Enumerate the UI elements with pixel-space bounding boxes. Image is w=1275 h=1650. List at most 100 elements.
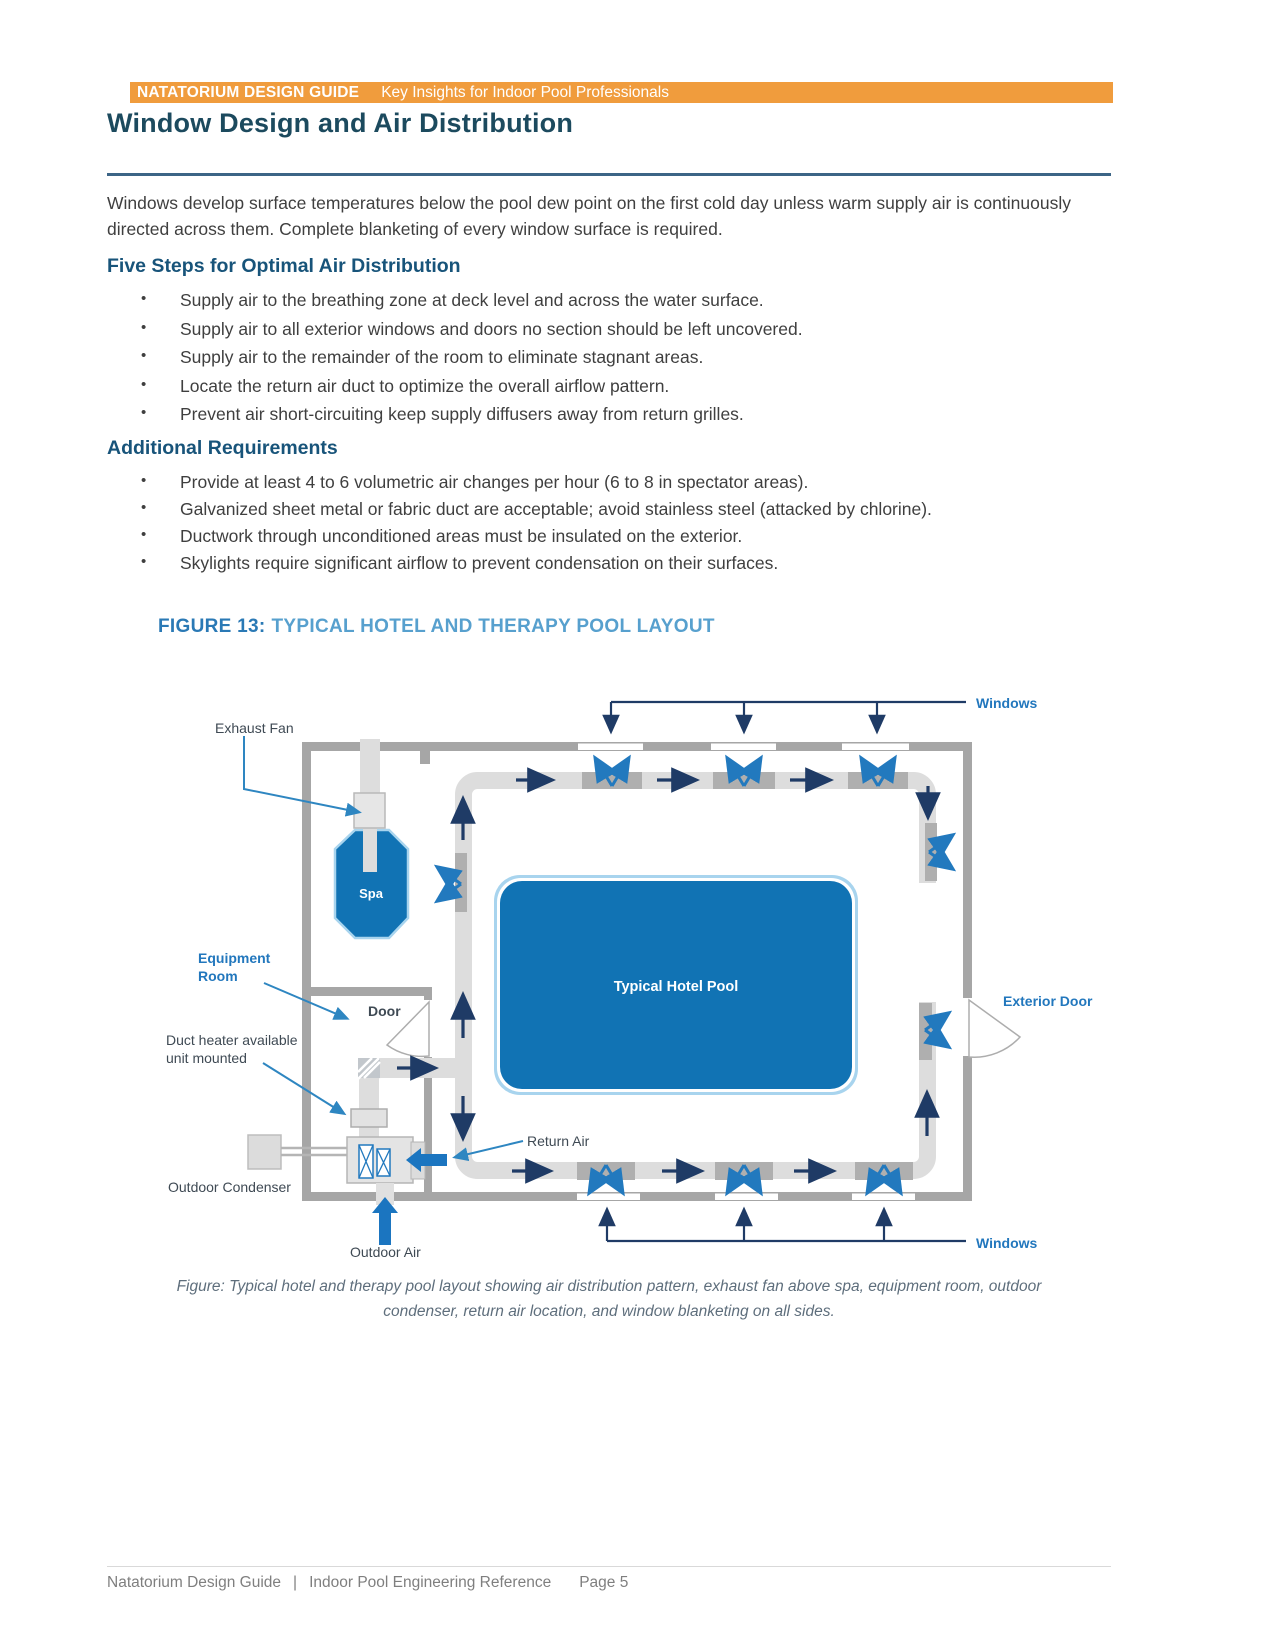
- list-item: Galvanized sheet metal or fabric duct ar…: [141, 499, 1101, 526]
- duct-heater-unit: [350, 1108, 388, 1128]
- figure-title: TYPICAL HOTEL AND THERAPY POOL LAYOUT: [271, 616, 715, 637]
- airflow-arrows: [397, 767, 941, 1184]
- figure-heading: FIGURE 13:TYPICAL HOTEL AND THERAPY POOL…: [158, 616, 715, 638]
- label-pointers: [243, 736, 524, 1162]
- ahu-coils: [358, 1144, 391, 1179]
- interior-wall-stub: [420, 742, 430, 764]
- windows-callout-top: [602, 700, 966, 735]
- outdoor-air-duct-stub: [376, 1183, 394, 1205]
- windows-callout-bottom: [598, 1206, 966, 1243]
- spa-label: Spa: [359, 886, 384, 901]
- footer-brand: Natatorium Design Guide: [107, 1574, 282, 1591]
- return-air-pointer: [452, 1140, 524, 1162]
- diffuser-bottom-1: [577, 1162, 635, 1180]
- equipment-room-label-line2: Room: [198, 968, 238, 984]
- footer-reference: Indoor Pool Engineering Reference: [309, 1574, 552, 1591]
- duct-heater-pointer: [262, 1062, 347, 1116]
- equipment-room-wall-top: [302, 987, 432, 996]
- wall-right-lower: [963, 1056, 972, 1201]
- equipment-room-wall-stub: [424, 987, 432, 1000]
- return-air-label: Return Air: [527, 1133, 590, 1149]
- list-item: Skylights require significant airflow to…: [141, 553, 1101, 580]
- spray-arrow: [872, 754, 897, 787]
- equipment-room-pointer: [263, 982, 350, 1020]
- outdoor-air-label: Outdoor Air: [350, 1244, 421, 1260]
- equipment-room-label-line1: Equipment: [198, 950, 271, 966]
- diffuser-top-2: [713, 772, 775, 789]
- diffuser-top-1: [582, 772, 642, 789]
- diffuser-bottom-3: [855, 1162, 913, 1180]
- exhaust-fan-unit: [353, 792, 386, 829]
- pool: [500, 881, 852, 1089]
- banner-title: NATATORIUM DESIGN GUIDE: [137, 83, 360, 101]
- list-item: Prevent air short-circuiting keep supply…: [141, 404, 1101, 433]
- list-item: Ductwork through unconditioned areas mus…: [141, 526, 1101, 553]
- caption-line-2: condenser, return air location, and wind…: [383, 1303, 835, 1320]
- diffuser-bottom-2: [715, 1162, 773, 1180]
- window-bottom-1: [577, 1193, 640, 1200]
- section-heading-five-steps: Five Steps for Optimal Air Distribution: [107, 255, 461, 277]
- duct-heater-label-line2: unit mounted: [166, 1050, 247, 1066]
- section-heading-additional: Additional Requirements: [107, 437, 338, 459]
- window-top-3: [842, 743, 909, 750]
- spa: [333, 828, 410, 940]
- outdoor-condenser: [247, 1134, 282, 1170]
- list-item: Supply air to the breathing zone at deck…: [141, 290, 1101, 319]
- exhaust-duct-upper: [360, 739, 380, 795]
- figure-caption: Figure: Typical hotel and therapy pool l…: [107, 1274, 1111, 1324]
- outdoor-condenser-label: Outdoor Condenser: [168, 1179, 291, 1195]
- exterior-door-swing: [968, 998, 1022, 1058]
- page-footer: Natatorium Design Guide | Indoor Pool En…: [107, 1574, 628, 1592]
- return-air-arrow: [406, 1148, 447, 1172]
- pool-label: Typical Hotel Pool: [614, 979, 739, 995]
- exhaust-fan-label: Exhaust Fan: [215, 720, 294, 736]
- equipment-room-wall-right: [424, 1057, 432, 1201]
- spray-arrow: [600, 1164, 625, 1197]
- footer-divider: |: [293, 1574, 298, 1591]
- coil-2-x: [376, 1148, 391, 1177]
- diffuser-top-3: [848, 772, 908, 789]
- additional-requirements-list: Provide at least 4 to 6 volumetric air c…: [141, 472, 1101, 580]
- window-top-2: [711, 743, 776, 750]
- spray-arrow: [927, 845, 957, 872]
- title-rule: [107, 173, 1111, 176]
- list-item: Supply air to the remainder of the room …: [141, 347, 1101, 376]
- spray-arrow: [738, 754, 763, 787]
- list-item: Supply air to all exterior windows and d…: [141, 319, 1101, 348]
- grille-hatch-lines: [357, 1057, 381, 1080]
- windows-top-label: Windows: [976, 695, 1038, 711]
- header-banner: NATATORIUM DESIGN GUIDE Key Insights for…: [130, 82, 1113, 103]
- page-title: Window Design and Air Distribution: [107, 108, 574, 138]
- banner-subtitle: Key Insights for Indoor Pool Professiona…: [381, 83, 669, 101]
- intro-paragraph: Windows develop surface temperatures bel…: [107, 193, 1071, 239]
- wall-right-upper: [963, 742, 972, 998]
- list-item: Locate the return air duct to optimize t…: [141, 376, 1101, 405]
- list-item: Provide at least 4 to 6 volumetric air c…: [141, 472, 1101, 499]
- coil-1-x: [358, 1144, 374, 1179]
- caption-line-1: Figure: Typical hotel and therapy pool l…: [176, 1278, 1042, 1295]
- exhaust-duct-lower: [363, 828, 377, 872]
- window-top-1: [578, 743, 643, 750]
- spray-arrow: [738, 1164, 763, 1197]
- figure-number: FIGURE 13:: [158, 616, 266, 637]
- exterior-door-label: Exterior Door: [1003, 993, 1093, 1009]
- door-label: Door: [368, 1003, 401, 1019]
- spray-arrow: [878, 1164, 903, 1197]
- footer-page-number: Page 5: [579, 1574, 629, 1591]
- duct-heater-label-line1: Duct heater available: [166, 1032, 298, 1048]
- exhaust-fan-pointer: [243, 736, 362, 817]
- spray-arrow: [923, 1023, 953, 1050]
- footer-rule: [107, 1566, 1111, 1567]
- condenser-pipes: [281, 1146, 347, 1157]
- outdoor-air-arrow: [372, 1197, 398, 1245]
- equipment-room-supply-duct: [359, 1058, 456, 1140]
- spray-arrow: [606, 754, 631, 787]
- spray-arrow: [433, 877, 463, 904]
- wall-left: [302, 742, 311, 1201]
- five-steps-list: Supply air to the breathing zone at deck…: [141, 290, 1101, 433]
- windows-bottom-label: Windows: [976, 1235, 1038, 1251]
- window-bottom-3: [852, 1193, 915, 1200]
- window-openings: [577, 743, 915, 1200]
- window-bottom-2: [715, 1193, 778, 1200]
